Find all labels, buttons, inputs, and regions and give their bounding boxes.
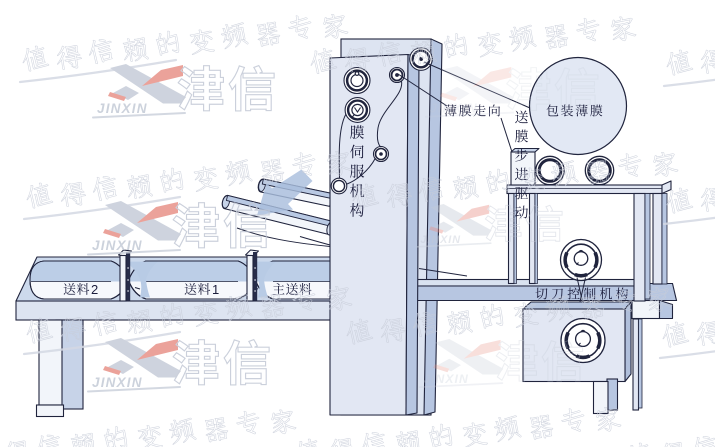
svg-text:1: 1: [212, 282, 219, 297]
svg-text:JINXIN: JINXIN: [420, 234, 461, 246]
svg-text:JINXIN: JINXIN: [423, 372, 469, 386]
svg-text:2: 2: [91, 282, 98, 297]
svg-text:JINXIN: JINXIN: [430, 101, 478, 116]
svg-text:JINXIN: JINXIN: [92, 375, 143, 390]
svg-text:JINXIN: JINXIN: [97, 101, 148, 116]
svg-text:JINXIN: JINXIN: [92, 238, 143, 253]
